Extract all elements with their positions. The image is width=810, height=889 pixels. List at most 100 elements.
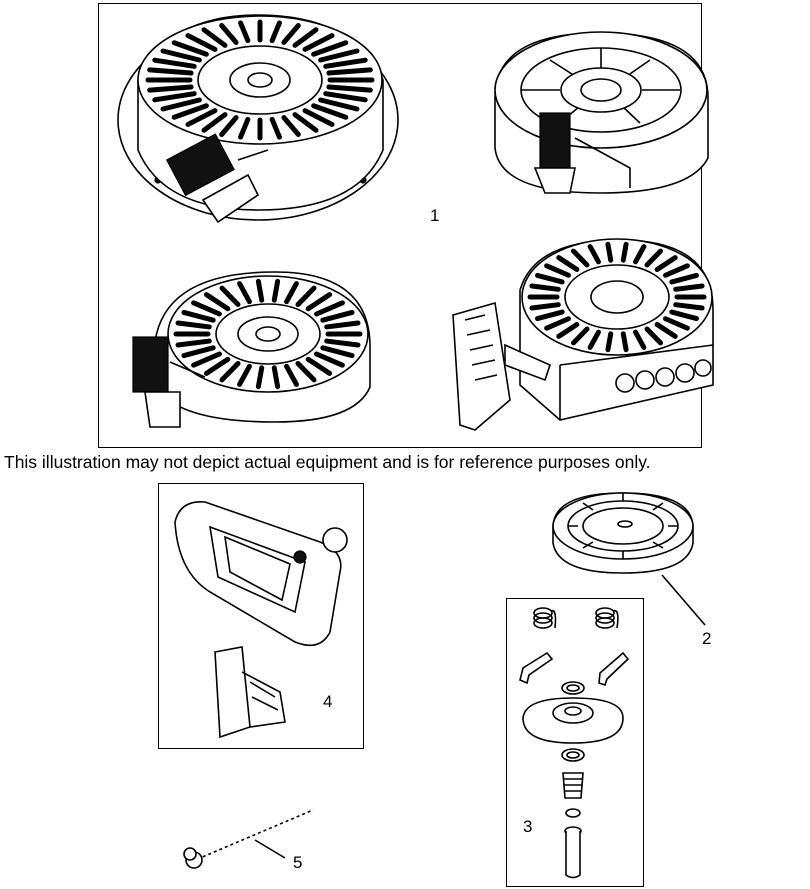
starter-rib <box>556 321 580 339</box>
starter-rib <box>529 283 561 292</box>
starter-rib <box>544 263 571 278</box>
starter-rib <box>255 365 265 390</box>
starter-rib <box>181 345 216 359</box>
starter-rib <box>663 263 690 278</box>
starter-rib <box>535 272 565 285</box>
starter-rib <box>587 244 601 265</box>
starter-rib <box>281 22 301 45</box>
starter-rib <box>201 112 228 133</box>
starter-rib <box>673 302 705 311</box>
starter-rib <box>305 292 333 312</box>
callout-starter-assembly[interactable]: 1 <box>430 206 440 225</box>
starter-rib <box>673 283 705 292</box>
starter-rib <box>305 356 333 376</box>
callout-handle-kit[interactable]: 4 <box>323 692 333 711</box>
starter-rib <box>171 40 209 57</box>
starter-rib <box>171 103 209 120</box>
starter-rib <box>292 27 319 48</box>
starter-rib <box>203 292 231 312</box>
starter-rib <box>302 33 335 52</box>
starter-rib <box>175 320 212 330</box>
starter-rib <box>185 33 218 52</box>
starter-rib <box>147 84 194 93</box>
recoil-starter-vented-icon[interactable] <box>445 235 720 440</box>
starter-rib <box>203 356 231 376</box>
starter-rib <box>654 255 678 273</box>
starter-rib <box>295 285 317 308</box>
starter-rib <box>605 241 614 263</box>
starter-rib <box>152 91 197 103</box>
starter-rib <box>181 309 216 323</box>
starter-rib <box>320 345 355 359</box>
starter-rib <box>323 91 368 103</box>
starter-rib <box>191 351 222 368</box>
recoil-starter-ribbed-icon[interactable] <box>108 10 408 240</box>
starter-rib <box>185 108 218 127</box>
starter-rib <box>269 20 282 44</box>
starter-rib <box>311 40 349 57</box>
starter-rib <box>326 84 373 93</box>
starter-rib <box>571 326 590 346</box>
starter-rib <box>219 285 241 308</box>
starter-rib <box>633 244 647 265</box>
starter-rib <box>219 22 239 45</box>
starter-rope-icon[interactable] <box>180 800 320 875</box>
starter-rib <box>219 115 239 138</box>
starter-rib <box>620 241 629 263</box>
starter-rib <box>556 255 580 273</box>
starter-rib <box>284 363 299 387</box>
disclaimer-text: This illustration may not depict actual … <box>4 452 651 472</box>
starter-rib <box>271 278 281 303</box>
pulley-icon[interactable] <box>548 488 698 578</box>
starter-rib <box>295 360 317 383</box>
starter-rib <box>238 20 251 44</box>
starter-rib <box>269 116 282 140</box>
starter-rib <box>320 309 355 323</box>
starter-rib <box>587 329 601 350</box>
starter-rib <box>152 57 197 69</box>
starter-rib <box>311 103 349 120</box>
starter-rib <box>314 351 345 368</box>
starter-rib <box>281 115 301 138</box>
starter-rib <box>147 67 194 76</box>
callout-rope[interactable]: 5 <box>293 853 303 872</box>
starter-rib <box>284 281 299 305</box>
starter-rib <box>318 48 360 63</box>
starter-rib <box>238 116 251 140</box>
starter-rib <box>669 309 699 322</box>
recoil-starter-spoked-icon[interactable] <box>490 18 715 203</box>
starter-rib <box>663 316 690 331</box>
starter-rib <box>544 316 571 331</box>
starter-rib <box>255 278 265 303</box>
callout-pawl-kit[interactable]: 3 <box>523 817 533 836</box>
starter-rib <box>175 338 212 348</box>
starter-rib <box>620 331 629 353</box>
starter-rib <box>669 272 699 285</box>
starter-rib <box>160 97 202 112</box>
starter-rib <box>314 300 345 317</box>
starter-rib <box>219 360 241 383</box>
starter-rib <box>271 365 281 390</box>
starter-rib <box>237 363 252 387</box>
starter-rib <box>201 27 228 48</box>
starter-rib <box>529 302 561 311</box>
starter-rib <box>323 57 368 69</box>
pawl-kit-icon[interactable] <box>515 603 640 883</box>
starter-rib <box>324 338 361 348</box>
starter-rib <box>237 281 252 305</box>
starter-rib <box>633 329 647 350</box>
starter-rib <box>191 300 222 317</box>
starter-rib <box>644 248 663 268</box>
starter-rib <box>654 321 678 339</box>
starter-rib <box>535 309 565 322</box>
starter-rib <box>644 326 663 346</box>
recoil-starter-low-icon[interactable] <box>125 262 380 437</box>
pulley-leader-line <box>661 574 706 626</box>
starter-rib <box>292 112 319 133</box>
starter-rib <box>571 248 590 268</box>
starter-rib <box>324 320 361 330</box>
starter-rib <box>326 67 373 76</box>
callout-pulley[interactable]: 2 <box>702 629 712 648</box>
starter-rib <box>302 108 335 127</box>
starter-handle-icon[interactable] <box>170 492 360 742</box>
